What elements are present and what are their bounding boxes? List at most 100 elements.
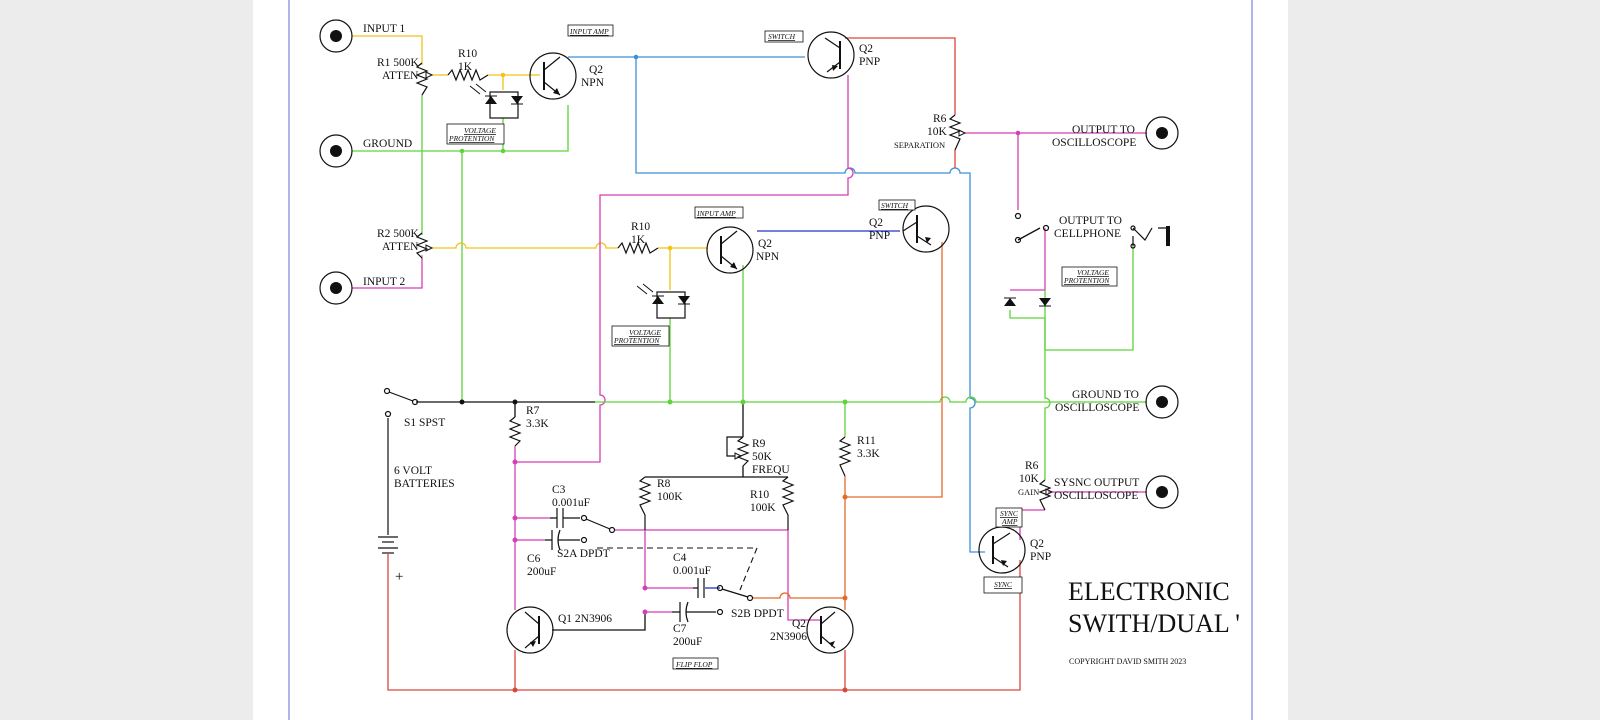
label-switch-2: SWITCH: [881, 201, 909, 210]
label-input2: INPUT 2: [363, 276, 406, 288]
transistor-q2-npn-2: [706, 226, 754, 274]
label-c3-a: C3: [552, 484, 566, 496]
label-out-osc-a: OUTPUT TO: [1072, 124, 1135, 136]
label-input-amp-2: INPUT AMP: [696, 209, 736, 218]
label-r6g-b: 10K: [1019, 473, 1040, 485]
resistors: [415, 62, 1054, 530]
label-q2-pnp-2b: PNP: [869, 230, 890, 242]
wires: [352, 35, 1147, 691]
label-c4-b: 0.001uF: [673, 565, 711, 577]
label-q2-pnp-3b: PNP: [1030, 551, 1051, 563]
label-vp-3b: PROTENTION: [1063, 276, 1110, 285]
jack-input1[interactable]: [319, 19, 353, 53]
label-r2-a: R2 500K: [377, 228, 420, 240]
label-sync-out-a: SYSNC OUTPUT: [1054, 477, 1139, 489]
label-c4-a: C4: [673, 552, 687, 564]
capacitor-c4: [693, 578, 705, 598]
label-out-cell-b: CELLPHONE: [1054, 228, 1121, 240]
resistor-r7: [508, 416, 522, 447]
label-r7-a: R7: [526, 405, 540, 417]
label-q2-bot-a: Q2: [792, 618, 806, 630]
label-r1-a: R1 500K: [377, 57, 420, 69]
resistor-r8: [638, 476, 652, 530]
label-r8-a: R8: [657, 478, 671, 490]
label-r2-b: ATTEN: [382, 241, 419, 253]
pot-r6-gain: [1038, 479, 1052, 511]
label-q2-npn-2a: Q2: [758, 238, 772, 250]
switch-s1[interactable]: [383, 387, 419, 418]
jack-ground[interactable]: [319, 134, 353, 168]
label-q2-pnp-1b: PNP: [859, 56, 880, 68]
label-r6g-a: R6: [1025, 460, 1039, 472]
label-c6-b: 200uF: [527, 566, 556, 578]
transistor-q2-pnp-2: [902, 205, 950, 253]
label-r9-b: 50K: [752, 451, 773, 463]
label-r7-b: 3.3K: [526, 418, 549, 430]
label-sync-out-b: OSCILLOSCOPE: [1054, 490, 1138, 502]
transistor-q2-pnp-3: [978, 526, 1026, 574]
jack-ground-osc[interactable]: [1145, 385, 1179, 419]
label-r8-b: 100K: [657, 491, 683, 503]
junction-dots: [459, 54, 1021, 693]
label-r10c-b: 100K: [750, 502, 776, 514]
resistor-r11: [838, 436, 852, 477]
label-r11-a: R11: [857, 435, 876, 447]
switches: [378, 212, 1170, 616]
jack-input2[interactable]: [319, 271, 353, 305]
battery-icon: [378, 418, 398, 575]
label-plus: +: [395, 569, 403, 585]
pot-r2: [415, 232, 429, 259]
label-vp-3a: VOLTAGE: [1077, 268, 1109, 277]
label-sync-amp-a: SYNC: [1000, 509, 1019, 518]
label-q2-pnp-3a: Q2: [1030, 538, 1044, 550]
label-vp-2b: PROTENTION: [613, 336, 660, 345]
pot-r9: [736, 436, 750, 467]
switch-s2a[interactable]: [580, 514, 616, 544]
jack-output-osc[interactable]: [1145, 116, 1179, 150]
copyright: COPYRIGHT DAVID SMITH 2023: [1069, 657, 1186, 666]
label-q2-npn-1b: NPN: [581, 77, 605, 89]
title-line-1: ELECTRONIC: [1068, 577, 1230, 606]
label-q2-pnp-2a: Q2: [869, 217, 883, 229]
label-c7-a: C7: [673, 623, 687, 635]
switch-cellphone[interactable]: [1014, 212, 1050, 244]
label-sync-amp-b: AMP: [1001, 517, 1018, 526]
label-r6g-c: GAIN: [1018, 487, 1039, 497]
jack-sync-osc[interactable]: [1145, 475, 1179, 509]
cellphone-jack-icon: [1130, 225, 1170, 249]
text-labels: INPUT 1 GROUND INPUT 2 R1 500K ATTEN R2 …: [363, 23, 1240, 669]
jacks: [319, 19, 1179, 509]
label-sync: SYNC: [994, 580, 1013, 589]
label-batt-a: 6 VOLT: [394, 465, 432, 477]
capacitor-c7: [672, 601, 716, 623]
label-c3-b: 0.001uF: [552, 497, 590, 509]
label-input-amp-1: INPUT AMP: [569, 27, 609, 36]
label-r6-a: R6: [933, 113, 947, 125]
title-line-2: SWITH/DUAL ': [1068, 609, 1240, 638]
capacitor-c6: [545, 529, 580, 551]
label-r10c-a: R10: [750, 489, 769, 501]
label-c6-a: C6: [527, 553, 541, 565]
transistors: [506, 31, 1026, 654]
switch-s2b[interactable]: [716, 584, 754, 616]
label-r1-b: ATTEN: [382, 70, 419, 82]
label-vp-1a: VOLTAGE: [464, 126, 496, 135]
label-c7-b: 200uF: [673, 636, 702, 648]
capacitors: [545, 508, 716, 623]
label-ground: GROUND: [363, 138, 412, 150]
label-switch-1: SWITCH: [768, 32, 796, 41]
label-q2-npn-1a: Q2: [589, 64, 603, 76]
label-q2-npn-2b: NPN: [756, 251, 780, 263]
resistor-r10b: [617, 241, 659, 255]
label-q1: Q1 2N3906: [558, 613, 612, 625]
label-gnd-osc-b: OSCILLOSCOPE: [1055, 402, 1139, 414]
transistor-q2-bottom: [806, 606, 854, 654]
label-out-osc-b: OSCILLOSCOPE: [1052, 137, 1136, 149]
label-boxes: [446, 24, 1118, 670]
transistor-q2-npn-1: [529, 52, 577, 100]
pot-r1: [415, 62, 429, 96]
label-s2a: S2A DPDT: [557, 548, 610, 560]
label-r6-c: SEPARATION: [894, 140, 945, 150]
